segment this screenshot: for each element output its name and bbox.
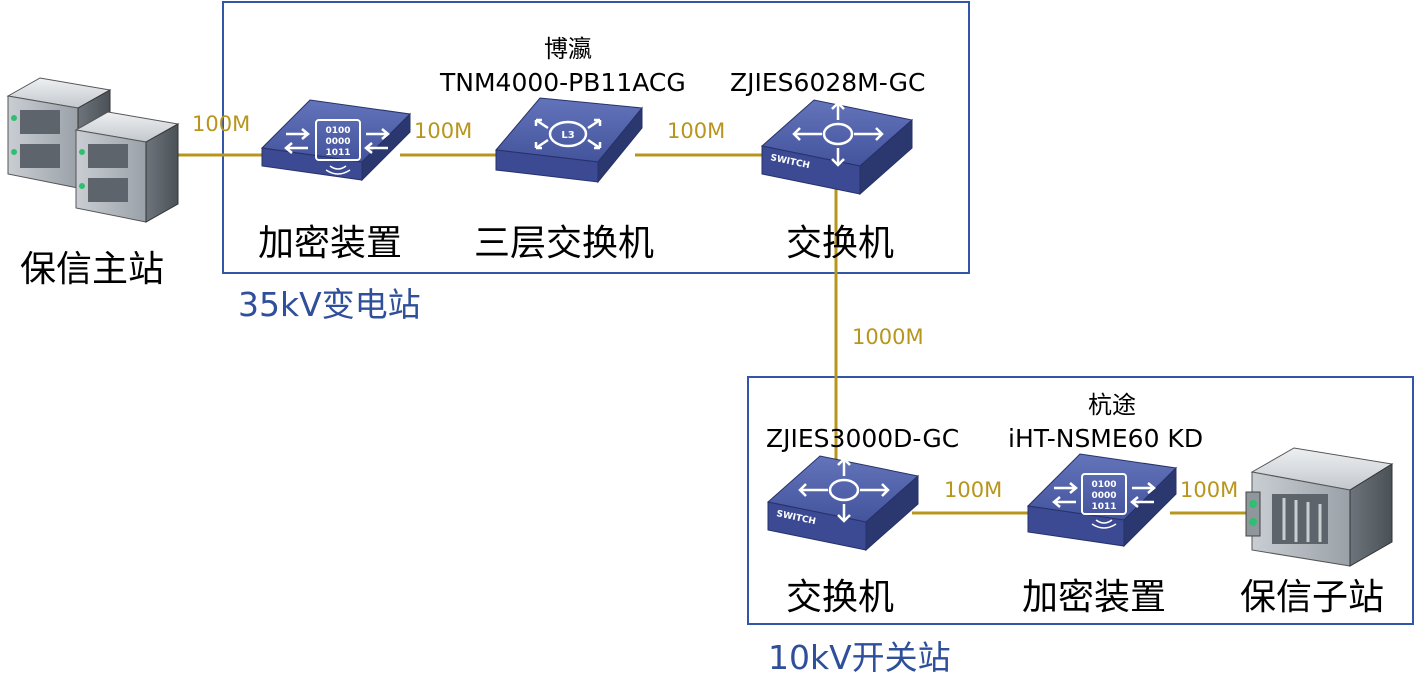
binary-line-2: 0000: [325, 137, 350, 147]
encryption-device-icon: 0100 0000 1011: [1026, 453, 1178, 548]
switch-icon: SWITCH: [760, 99, 914, 196]
encryptor-10kv-label: 加密装置: [1022, 577, 1167, 618]
server-cluster-icon: [6, 77, 180, 223]
switch-icon: SWITCH: [766, 455, 920, 552]
encryptor-10kv-vendor: 杭途: [1088, 391, 1136, 419]
binary-line-3: 1011: [1091, 502, 1116, 512]
speed-label: 100M: [944, 478, 1003, 502]
l3-switch-vendor: 博瀛: [544, 35, 592, 63]
master-station-label: 保信主站: [20, 249, 165, 290]
l3-switch-model: TNM4000-PB11ACG: [440, 68, 686, 97]
switching-station-10kv-box: [747, 376, 1414, 625]
svg-text:L3: L3: [561, 130, 574, 141]
switch-35kv-label: 交换机: [786, 223, 895, 264]
binary-line-3: 1011: [325, 148, 350, 158]
switching-station-10kv-label: 10kV开关站: [768, 638, 951, 677]
speed-label: 100M: [1180, 478, 1239, 502]
l3-switch-label: 三层交换机: [474, 223, 655, 264]
speed-label: 100M: [667, 119, 726, 143]
switch-10kv-model: ZJIES3000D-GC: [766, 424, 960, 453]
speed-label: 100M: [192, 112, 251, 136]
substation-35kv-label: 35kV变电站: [238, 285, 421, 324]
speed-label: 1000M: [852, 325, 924, 349]
encryption-device-icon: 0100 0000 1011: [260, 99, 412, 182]
encryptor-10kv-model: iHT-NSME60 KD: [1008, 424, 1204, 453]
switch-35kv-model: ZJIES6028M-GC: [730, 68, 926, 97]
speed-label: 100M: [414, 119, 473, 143]
binary-line-1: 0100: [325, 126, 350, 136]
server-icon: [1245, 447, 1394, 567]
binary-line-1: 0100: [1091, 480, 1116, 490]
layer3-switch-icon: L3: [495, 97, 643, 184]
binary-line-2: 0000: [1091, 491, 1116, 501]
encryptor-35kv-label: 加密装置: [258, 223, 403, 264]
switch-10kv-label: 交换机: [786, 577, 895, 618]
slave-station-label: 保信子站: [1240, 577, 1385, 618]
links: [176, 153, 1248, 515]
substation-35kv-box: [222, 1, 970, 274]
